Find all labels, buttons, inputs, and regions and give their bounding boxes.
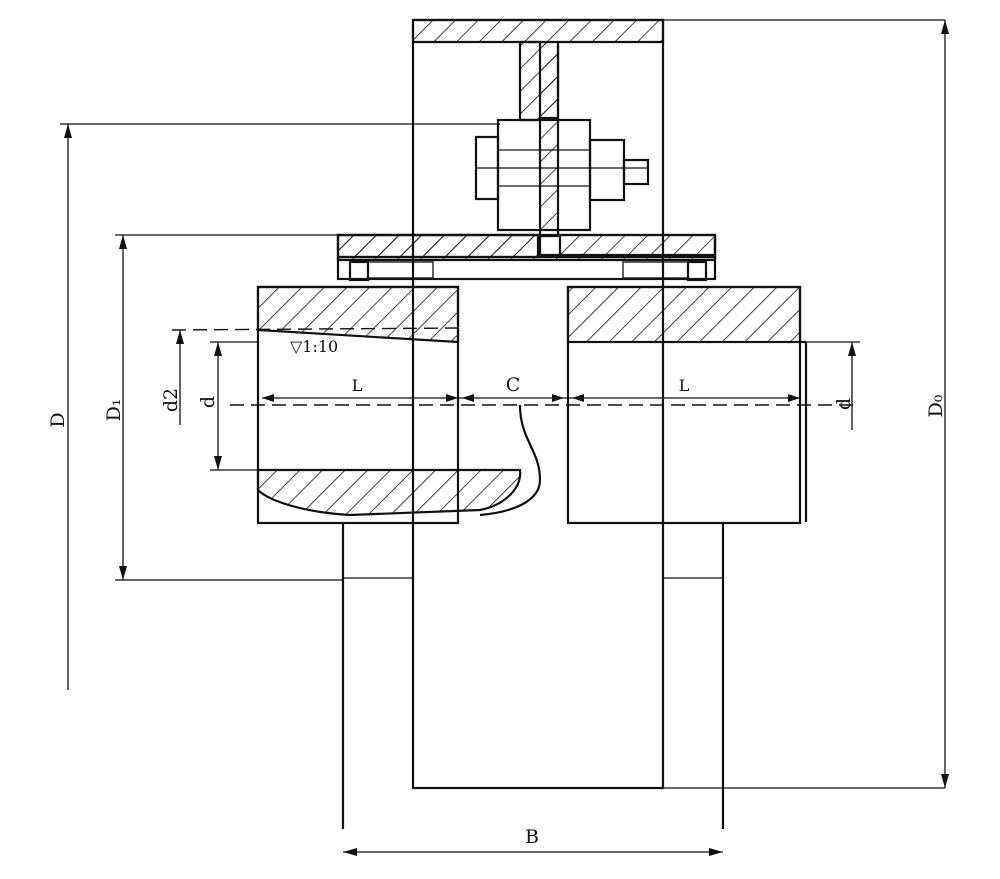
shaft-bodies	[258, 287, 725, 829]
right-hub	[566, 285, 808, 525]
label-d-left: d	[197, 396, 219, 408]
brake-wheel-web	[411, 18, 665, 238]
gear-teeth	[367, 261, 689, 279]
label-C: C	[506, 374, 521, 396]
center-lines	[171, 327, 855, 406]
brake-wheel	[411, 18, 945, 790]
outer-sleeve	[336, 233, 717, 282]
label-D: D	[47, 412, 69, 427]
label-d-right: d	[833, 398, 855, 410]
label-D1: D₁	[103, 399, 125, 422]
label-L-left: L	[352, 376, 363, 395]
dimension-lines	[60, 20, 946, 853]
label-B: B	[525, 826, 539, 848]
label-d2: d2	[160, 388, 182, 412]
bolt-assembly	[474, 118, 650, 232]
label-taper: ▽1:10	[290, 337, 338, 356]
dimension-labels: D D₁ d2 d d D₀ B C L L ▽1:10	[47, 337, 947, 848]
label-L-right: L	[679, 376, 690, 395]
label-D0: D₀	[925, 394, 947, 417]
dimension-arrows	[64, 20, 949, 856]
